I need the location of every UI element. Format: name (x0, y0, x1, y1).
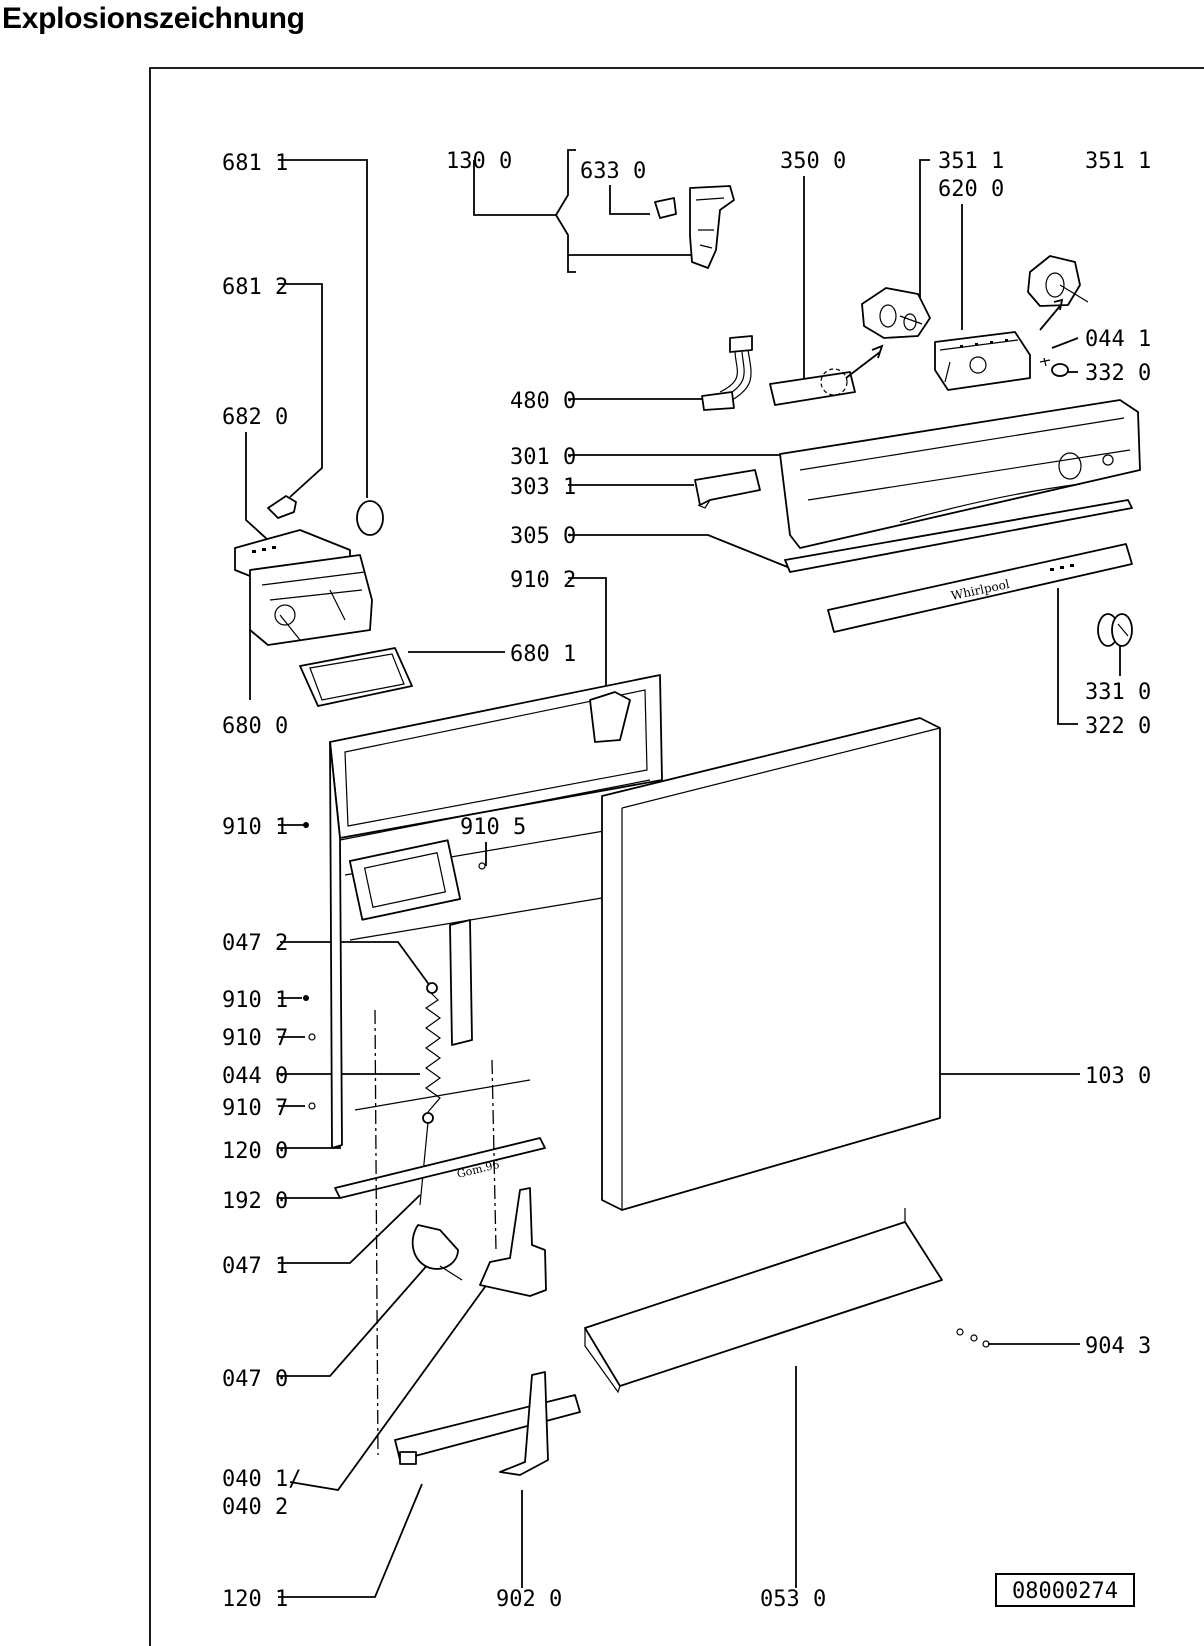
kick-bracket-part (499, 1371, 549, 1476)
label-103-0: 103 0 (1085, 1064, 1151, 1089)
label-332-0: 332 0 (1085, 361, 1151, 386)
label-351-1-b: 351 1 (1085, 149, 1151, 174)
label-192-0: 192 0 (222, 1189, 288, 1214)
label-904-3: 904 3 (1085, 1334, 1151, 1359)
alignment-line (374, 1009, 379, 1456)
electronic-board-part (769, 344, 884, 406)
part-labels: 681 1 681 2 682 0 680 0 680 1 130 0 633 … (222, 149, 1151, 1612)
push-button-part (1051, 363, 1069, 377)
label-682-0: 682 0 (222, 405, 288, 430)
label-303-1: 303 1 (510, 475, 576, 500)
page-title: Explosionszeichnung (2, 2, 305, 35)
hinge-lever-part (411, 1224, 463, 1281)
label-620-0: 620 0 (938, 177, 1004, 202)
label-047-1: 047 1 (222, 1254, 288, 1279)
label-331-0: 331 0 (1085, 680, 1151, 705)
label-910-7-a: 910 7 (222, 1026, 288, 1051)
hinge-bracket-part (589, 691, 631, 743)
label-130-0: 130 0 (446, 149, 512, 174)
outer-door-panel-part (601, 717, 941, 1211)
hinge-bracket-lower-part (479, 1187, 547, 1297)
label-910-2: 910 2 (510, 568, 576, 593)
label-351-1-a: 351 1 (938, 149, 1004, 174)
spring-small-part (1039, 357, 1051, 367)
door-lock-part (654, 185, 735, 269)
label-040-2: 040 2 (222, 1495, 288, 1520)
label-902-0: 902 0 (496, 1587, 562, 1612)
dispenser-gasket-part (299, 647, 413, 707)
label-681-1: 681 1 (222, 151, 288, 176)
kick-plate-part (584, 1208, 943, 1394)
seal-cap-part (356, 500, 384, 536)
label-680-0: 680 0 (222, 714, 288, 739)
label-047-0: 047 0 (222, 1367, 288, 1392)
label-120-0: 120 0 (222, 1139, 288, 1164)
label-350-0: 350 0 (780, 149, 846, 174)
label-044-1: 044 1 (1085, 327, 1151, 352)
rotary-knob-part (1097, 613, 1133, 647)
drawing-number-text: 08000274 (1012, 1579, 1118, 1604)
label-680-1: 680 1 (510, 642, 576, 667)
spring-channel-part (449, 919, 473, 1046)
label-040-1: 040 1/ (222, 1467, 301, 1492)
selector-knob-detail (861, 287, 931, 339)
lower-strip-part (394, 1394, 581, 1465)
program-selector-part (934, 331, 1031, 391)
clip-part (267, 495, 297, 519)
wire-harness-part (701, 335, 753, 411)
label-120-1: 120 1 (222, 1587, 288, 1612)
door-rail-part: Gom.96 (334, 1137, 546, 1199)
label-910-1-a: 910 1 (222, 815, 288, 840)
label-480-0: 480 0 (510, 389, 576, 414)
leader-lines (245, 149, 1121, 1598)
label-305-0: 305 0 (510, 524, 576, 549)
door-spring-part (419, 982, 442, 1206)
screw-markers (303, 822, 990, 1348)
drawing-frame (149, 67, 1204, 1646)
knob-shaft-detail (1027, 255, 1089, 331)
label-681-2: 681 2 (222, 275, 288, 300)
label-053-0: 053 0 (760, 1587, 826, 1612)
inner-door-panel-part (329, 674, 663, 1149)
panel-strip-part (784, 499, 1133, 573)
control-panel-part (779, 399, 1141, 549)
door-handle-part (694, 469, 761, 509)
label-910-5: 910 5 (460, 815, 526, 840)
detergent-dispenser-part (234, 529, 373, 646)
alignment-line (491, 1059, 497, 1251)
drawing-number-box: 08000274 (995, 1573, 1135, 1607)
strip-clip (399, 1451, 417, 1465)
label-910-7-b: 910 7 (222, 1096, 288, 1121)
label-301-0: 301 0 (510, 445, 576, 470)
label-044-0: 044 0 (222, 1064, 288, 1089)
label-047-2: 047 2 (222, 931, 288, 956)
label-633-0: 633 0 (580, 159, 646, 184)
label-910-1-b: 910 1 (222, 988, 288, 1013)
dispenser-opening (348, 839, 462, 921)
label-322-0: 322 0 (1085, 714, 1151, 739)
